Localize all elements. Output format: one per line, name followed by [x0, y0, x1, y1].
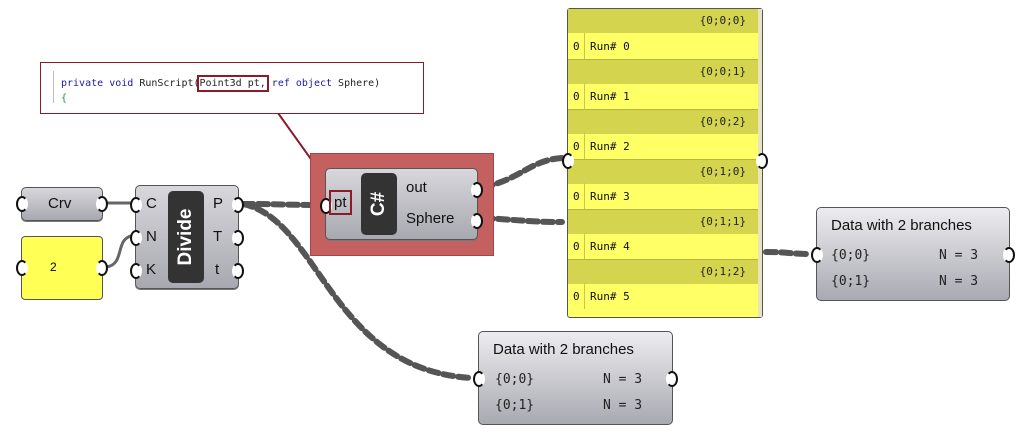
item-value: Run# 2 [590, 140, 630, 153]
item-value: Run# 3 [590, 190, 630, 203]
crv-input-grip[interactable] [16, 196, 28, 212]
number-input-grip[interactable] [16, 260, 28, 276]
number-value: 2 [50, 260, 57, 274]
divide-input-c-grip[interactable] [130, 197, 142, 213]
viewer-right-output-grip[interactable] [1003, 247, 1015, 263]
divide-output-p-label: P [213, 195, 224, 212]
divide-name-tag: Divide [168, 191, 204, 283]
panel-branch-header: {0;1;1} [568, 209, 762, 234]
wire-csharp-sphere-to-panel [480, 215, 565, 225]
item-value: Run# 4 [590, 240, 630, 253]
wire-number-to-divide [105, 234, 132, 269]
code-line-signature: private void RunScript(Point3d pt, ref o… [61, 75, 381, 92]
viewer-right-branch-path: {0;0} [831, 248, 871, 263]
csharp-name-tag: C# [361, 173, 397, 235]
param-sphere: Sphere) [338, 78, 381, 89]
panel-row: 0 Run# 1 [568, 83, 762, 109]
kw-void: void [109, 78, 134, 89]
viewer-bottom-branch-count: N = 3 [603, 372, 643, 387]
highlighted-parameter: Point3d pt, [196, 75, 269, 92]
item-index: 0 [573, 240, 580, 253]
divide-output-t-lower-label: t [215, 261, 220, 278]
branch-path: {0;0;1} [699, 65, 746, 78]
divide-input-c-label: C [146, 195, 157, 212]
csharp-output-sphere-grip[interactable] [471, 213, 483, 229]
kw-ref: ref [271, 78, 290, 89]
viewer-bottom-input-grip[interactable] [473, 371, 485, 387]
item-value: Run# 5 [590, 290, 630, 303]
number-param[interactable]: 2 [16, 236, 108, 300]
divide-output-t-label: T [213, 228, 223, 245]
viewer-bottom-branch-path: {0;0} [495, 372, 535, 387]
panel-branch-header: {0;0;2} [568, 109, 762, 134]
panel-row: 0 Run# 5 [568, 283, 762, 309]
divide-component[interactable]: C N K Divide P T t [130, 185, 244, 289]
branch-path: {0;0;0} [699, 14, 746, 27]
item-value: Run# 0 [590, 40, 630, 53]
viewer-bottom-branch-path: {0;1} [495, 398, 535, 413]
panel-branch-header: {0;0;1} [568, 59, 762, 84]
code-line-brace: { [61, 93, 68, 104]
code-snippet: private void RunScript(Point3d pt, ref o… [40, 62, 424, 114]
item-index: 0 [573, 140, 580, 153]
code-gutter [53, 71, 54, 103]
viewer-bottom-branch-count: N = 3 [603, 398, 643, 413]
divide-name: Divide [175, 208, 196, 266]
divide-input-k-label: K [146, 261, 157, 278]
csharp-output-sphere-label: Sphere [406, 210, 455, 227]
crv-param[interactable]: Crv [16, 187, 108, 221]
kw-object: object [295, 78, 333, 89]
kw-private: private [61, 78, 104, 89]
viewer-right-title: Data with 2 branches [831, 217, 972, 234]
param-viewer-bottom[interactable]: Data with 2 branches {0;0} N = 3 {0;1} N… [473, 331, 678, 425]
viewer-bottom-output-grip[interactable] [666, 371, 678, 387]
wire-divide-p-to-viewer-bottom [240, 201, 475, 381]
viewer-right-input-grip[interactable] [811, 247, 823, 263]
panel-branch-header: {0;0;0} [568, 9, 762, 33]
item-index: 0 [573, 290, 580, 303]
csharp-output-out-grip[interactable] [471, 182, 483, 198]
panel-row: 0 Run# 0 [568, 33, 762, 59]
divide-output-t-lower-grip[interactable] [232, 263, 244, 279]
branch-path: {0;1;1} [699, 215, 746, 228]
panel-output-grip[interactable] [756, 153, 768, 169]
item-index: 0 [573, 190, 580, 203]
item-value: Run# 1 [590, 90, 630, 103]
csharp-input-pt-grip[interactable] [320, 198, 332, 214]
wire-csharp-out-to-panel [480, 155, 565, 190]
viewer-bottom-title: Data with 2 branches [493, 341, 634, 358]
divide-input-n-grip[interactable] [130, 230, 142, 246]
panel-branch-header: {0;1;0} [568, 159, 762, 184]
branch-path: {0;1;2} [699, 265, 746, 278]
panel-input-grip[interactable] [562, 153, 574, 169]
viewer-right-branch-count: N = 3 [939, 274, 979, 289]
divide-output-p-grip[interactable] [232, 197, 244, 213]
method-name: RunScript( [139, 78, 200, 89]
viewer-right-branch-path: {0;1} [831, 274, 871, 289]
branch-path: {0;0;2} [699, 115, 746, 128]
param-viewer-right[interactable]: Data with 2 branches {0;0} N = 3 {0;1} N… [811, 207, 1015, 301]
branch-path: {0;1;0} [699, 165, 746, 178]
panel-branch-header: {0;1;2} [568, 259, 762, 284]
crv-output-grip[interactable] [96, 196, 108, 212]
csharp-output-out-label: out [406, 179, 427, 196]
csharp-component[interactable]: pt C# out Sphere [320, 168, 483, 240]
panel-row: 0 Run# 3 [568, 183, 762, 209]
panel-row: 0 Run# 2 [568, 133, 762, 159]
divide-output-t-grip[interactable] [232, 230, 244, 246]
crv-label: Crv [48, 195, 72, 212]
divide-input-n-label: N [146, 228, 157, 245]
csharp-input-pt-label: pt [329, 190, 352, 215]
wire-panel-to-viewer-right [763, 249, 813, 257]
number-output-grip[interactable] [96, 260, 108, 276]
viewer-right-branch-count: N = 3 [939, 248, 979, 263]
item-index: 0 [573, 40, 580, 53]
item-index: 0 [573, 90, 580, 103]
panel-row: 0 Run# 4 [568, 233, 762, 259]
csharp-name: C# [368, 191, 389, 217]
divide-input-k-grip[interactable] [130, 263, 142, 279]
